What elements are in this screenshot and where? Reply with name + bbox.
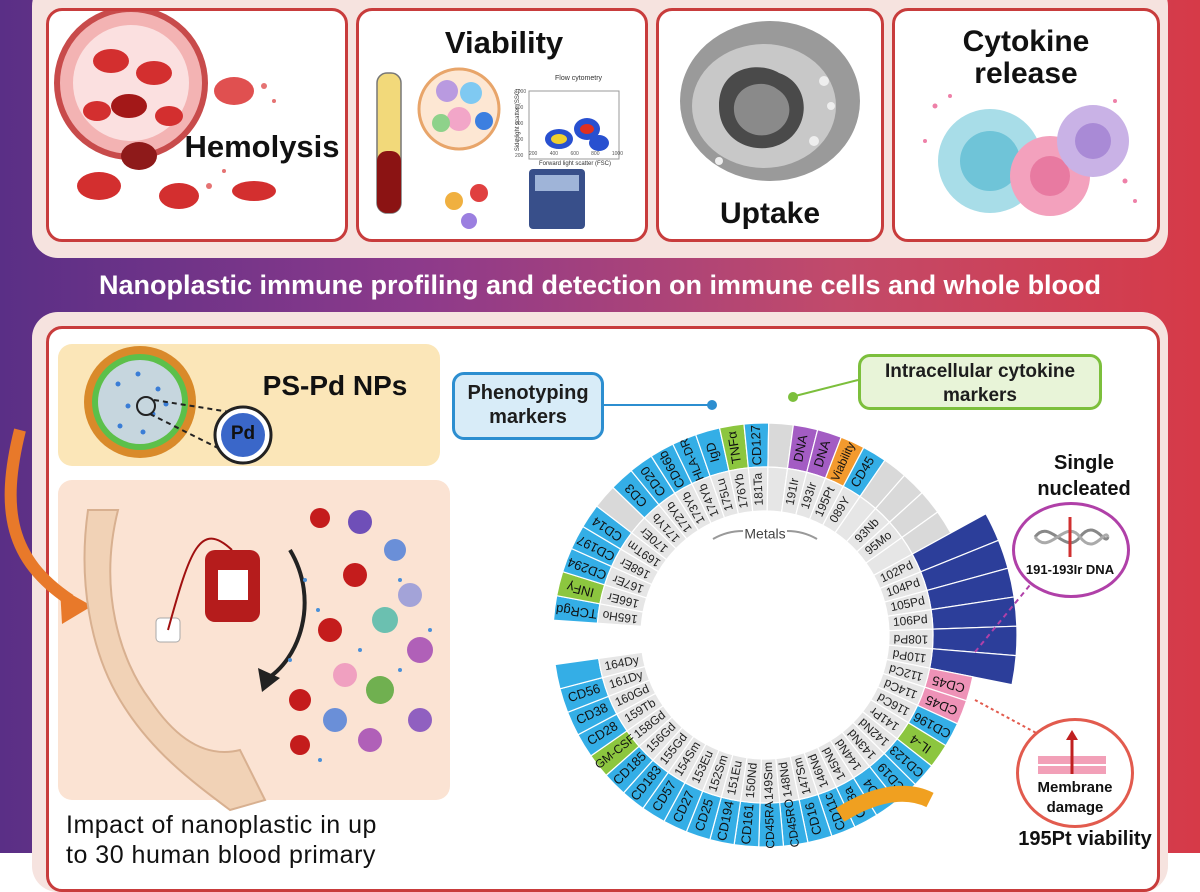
- metal-label: 150Nd: [743, 762, 760, 798]
- red-blood-cell-icon: [77, 172, 121, 200]
- blood-illustration: [4, 428, 433, 812]
- impact-text-line1: Impact of nanoplastic in up: [66, 811, 377, 839]
- flow-ytick: 400: [515, 137, 524, 143]
- hemolysis-label: Hemolysis: [184, 129, 340, 164]
- cytokine-card: Cytokine release: [892, 8, 1160, 242]
- phenotyping-markers-box: Phenotyping markers: [452, 372, 604, 440]
- lysed-cell-icon: [214, 77, 254, 105]
- intracellular-markers-box: Intracellular cytokine markers: [858, 354, 1102, 410]
- cytokine-illustration: [923, 94, 1137, 216]
- pt-viability-label: 195Pt viability: [1018, 828, 1152, 850]
- intracellular-line2: markers: [943, 385, 1017, 406]
- flow-arrow-icon: [4, 428, 74, 605]
- metal-label: 106Pd: [892, 612, 928, 629]
- intracellular-line1: Intracellular cytokine: [884, 361, 1076, 382]
- flow-ytick: 1000: [515, 89, 527, 95]
- red-blood-cell-icon: [111, 94, 147, 118]
- red-blood-cell-icon: [136, 61, 172, 85]
- flow-xtick: 1000: [611, 151, 623, 157]
- flow-title: Flow cytometry: [555, 75, 603, 82]
- phenotyping-line1: Phenotyping: [467, 382, 589, 404]
- cytokine-label-line2: release: [974, 57, 1078, 90]
- flow-ytick: 800: [515, 105, 524, 111]
- red-blood-cell-icon: [232, 181, 276, 201]
- viability-card: Viability Flow cytometry Forward light s…: [356, 8, 648, 242]
- flow-xlabel: Forward light scatter (FSC): [539, 161, 612, 167]
- metal-label: 165Ho: [601, 608, 638, 626]
- marker-label: TNFα: [724, 430, 744, 465]
- hemolysis-illustration: [54, 11, 276, 209]
- flow-xtick: 400: [549, 151, 559, 157]
- viability-connector: [974, 699, 1041, 736]
- flow-xtick: 800: [591, 151, 600, 157]
- metals-arrow-left: [712, 529, 744, 540]
- marker-label: DNA: [790, 433, 810, 463]
- dna-helix-icon: [1033, 517, 1110, 557]
- uptake-card: Uptake: [656, 8, 884, 242]
- membrane-line2: damage: [1046, 799, 1104, 816]
- marker-label: INFγ: [565, 579, 596, 600]
- metal-label: 149Sm: [761, 762, 776, 800]
- red-blood-cell-icon: [93, 49, 129, 73]
- viability-illustration: [376, 67, 620, 229]
- connector-dot: [707, 400, 717, 410]
- metals-arrow-right: [786, 529, 818, 540]
- flow-xtick: 600: [570, 151, 579, 157]
- pd-label: Pd: [230, 423, 256, 444]
- connector-dot: [788, 392, 798, 402]
- uptake-illustration: [680, 21, 860, 181]
- dna-connector: [974, 584, 1031, 653]
- marker-label: CD45RO: [781, 798, 802, 848]
- metal-label: 164Dy: [603, 653, 640, 674]
- intracellular-connector: [794, 379, 859, 397]
- flow-ytick: 200: [515, 153, 524, 159]
- metal-label: 191Ir: [783, 477, 802, 507]
- red-blood-cell-icon: [121, 142, 157, 170]
- phenotyping-line2: markers: [489, 406, 567, 428]
- nanoparticle-illustration: [84, 346, 273, 465]
- hemolysis-card: Hemolysis: [46, 8, 348, 242]
- marker-label: CD127: [748, 425, 765, 466]
- flow-xticks: 200 400 600 800 1000: [529, 151, 623, 157]
- arm-icon: [83, 509, 267, 812]
- np-label: PS-Pd NPs: [262, 370, 408, 401]
- single-line1: Single: [1053, 452, 1114, 474]
- marker-label: CD45RA: [762, 801, 777, 849]
- marker-label: TCRgd: [555, 602, 598, 622]
- flow-yticks: 200 400 600 800 1000: [515, 89, 526, 159]
- metals-label: Metals: [744, 526, 785, 542]
- flow-plot-icon: [528, 90, 620, 160]
- flow-ytick: 600: [515, 121, 524, 127]
- cytokine-label-line1: Cytokine: [962, 25, 1090, 58]
- membrane-icon: [1038, 730, 1106, 774]
- membrane-line1: Membrane: [1037, 779, 1113, 796]
- process-arrow-icon: [263, 548, 307, 682]
- metal-label: 176Yb: [732, 472, 751, 509]
- section-banner: Nanoplastic immune profiling and detecti…: [98, 270, 1102, 300]
- metal-label: 110Pd: [892, 647, 927, 666]
- marker-label: CD161: [738, 803, 756, 845]
- metal-segment: [597, 651, 646, 679]
- uptake-arrow-icon: [835, 785, 934, 822]
- viability-label: Viability: [444, 25, 564, 60]
- metal-label: 108Pd: [893, 632, 928, 647]
- flow-xtick: 200: [529, 151, 538, 157]
- metal-label: 181Ta: [751, 472, 766, 506]
- marker-label: IgD: [703, 441, 723, 465]
- red-blood-cell-icon: [155, 106, 183, 126]
- membrane-label: Membrane damage: [1016, 778, 1134, 818]
- ir-dna-label: 191-193Ir DNA: [1025, 562, 1115, 577]
- uptake-label: Uptake: [719, 197, 821, 230]
- blood-box: [58, 480, 450, 800]
- metal-label: 148Nd: [776, 761, 795, 798]
- red-blood-cell-icon: [83, 101, 111, 121]
- red-blood-cell-icon: [159, 183, 199, 209]
